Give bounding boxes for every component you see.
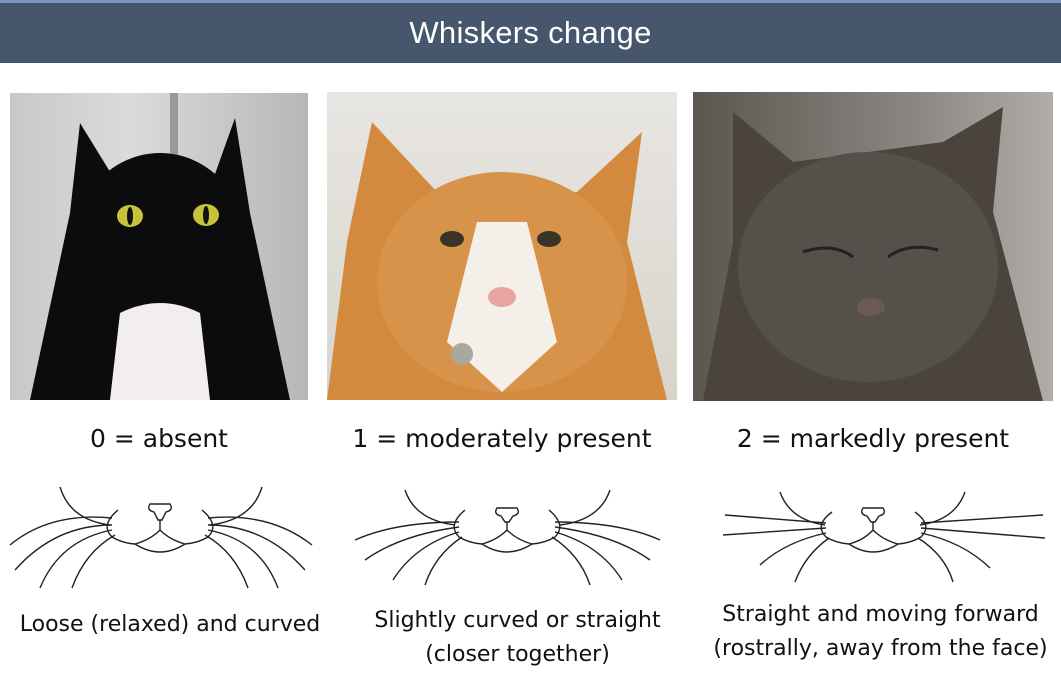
caption-line: (closer together) [425, 642, 610, 667]
caption-moderate: Slightly curved or straight (closer toge… [345, 604, 690, 672]
slide-title: Whiskers change [409, 15, 652, 50]
caption-line: (rostrally, away from the face) [713, 636, 1048, 661]
whisker-drawing-moderate [354, 489, 661, 586]
photo-tabby-cat [693, 92, 1053, 401]
slide-header: Whiskers change [0, 3, 1061, 63]
caption-relaxed: Loose (relaxed) and curved [0, 608, 340, 642]
whisker-drawing-forward [722, 491, 1046, 583]
whisker-drawing-relaxed [9, 486, 313, 589]
score-label-1: 1 = moderately present [352, 424, 652, 453]
caption-forward: Straight and moving forward (rostrally, … [700, 598, 1061, 666]
photo-black-cat [10, 93, 308, 400]
header-accent-line [0, 0, 1061, 3]
photo-orange-cat [327, 92, 677, 400]
caption-line: Loose (relaxed) and curved [19, 612, 321, 637]
score-label-0: 0 = absent [90, 424, 228, 453]
caption-line: Slightly curved or straight [374, 608, 661, 633]
caption-line: Straight and moving forward [722, 602, 1039, 627]
score-label-2: 2 = markedly present [736, 424, 1010, 453]
